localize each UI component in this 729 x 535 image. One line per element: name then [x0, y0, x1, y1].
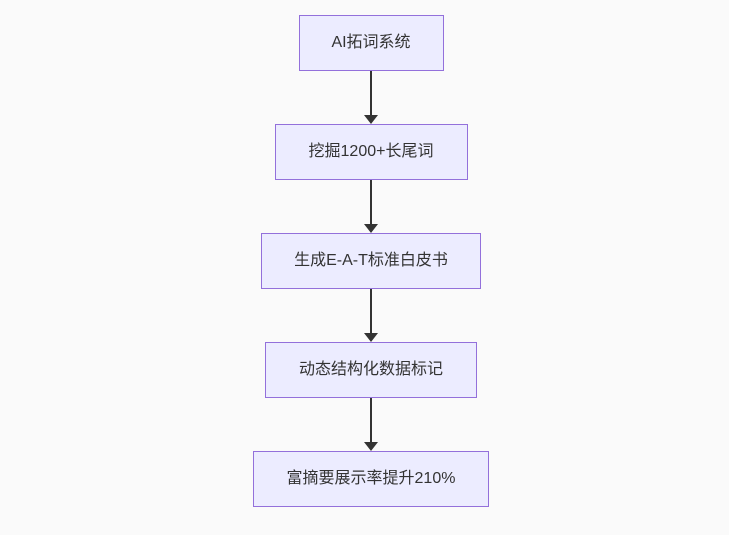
arrowhead-icon	[364, 333, 378, 342]
flow-node-label: 富摘要展示率提升210%	[286, 470, 456, 487]
flow-node-label: AI拓词系统	[331, 34, 411, 51]
flow-node-label: 动态结构化数据标记	[298, 361, 443, 378]
arrow-line	[370, 289, 372, 333]
flow-node-longtail-keywords: 挖掘1200+长尾词	[274, 124, 468, 180]
flow-node-rich-snippet-result: 富摘要展示率提升210%	[253, 451, 489, 507]
arrow-down-4	[364, 398, 378, 451]
arrowhead-icon	[364, 115, 378, 124]
arrow-down-3	[364, 289, 378, 342]
arrow-down-1	[364, 71, 378, 124]
arrow-line	[370, 180, 372, 224]
flow-node-structured-data: 动态结构化数据标记	[265, 342, 477, 398]
arrowhead-icon	[364, 224, 378, 233]
flow-node-label: 生成E-A-T标准白皮书	[294, 252, 448, 269]
arrow-line	[370, 71, 372, 115]
flow-node-label: 挖掘1200+长尾词	[308, 143, 434, 160]
arrow-line	[370, 398, 372, 442]
flowchart: AI拓词系统 挖掘1200+长尾词 生成E-A-T标准白皮书 动态结构化数据标记	[253, 15, 489, 507]
flow-node-ai-system: AI拓词系统	[298, 15, 444, 71]
arrowhead-icon	[364, 442, 378, 451]
arrow-down-2	[364, 180, 378, 233]
flow-node-eat-whitepaper: 生成E-A-T标准白皮书	[261, 233, 481, 289]
